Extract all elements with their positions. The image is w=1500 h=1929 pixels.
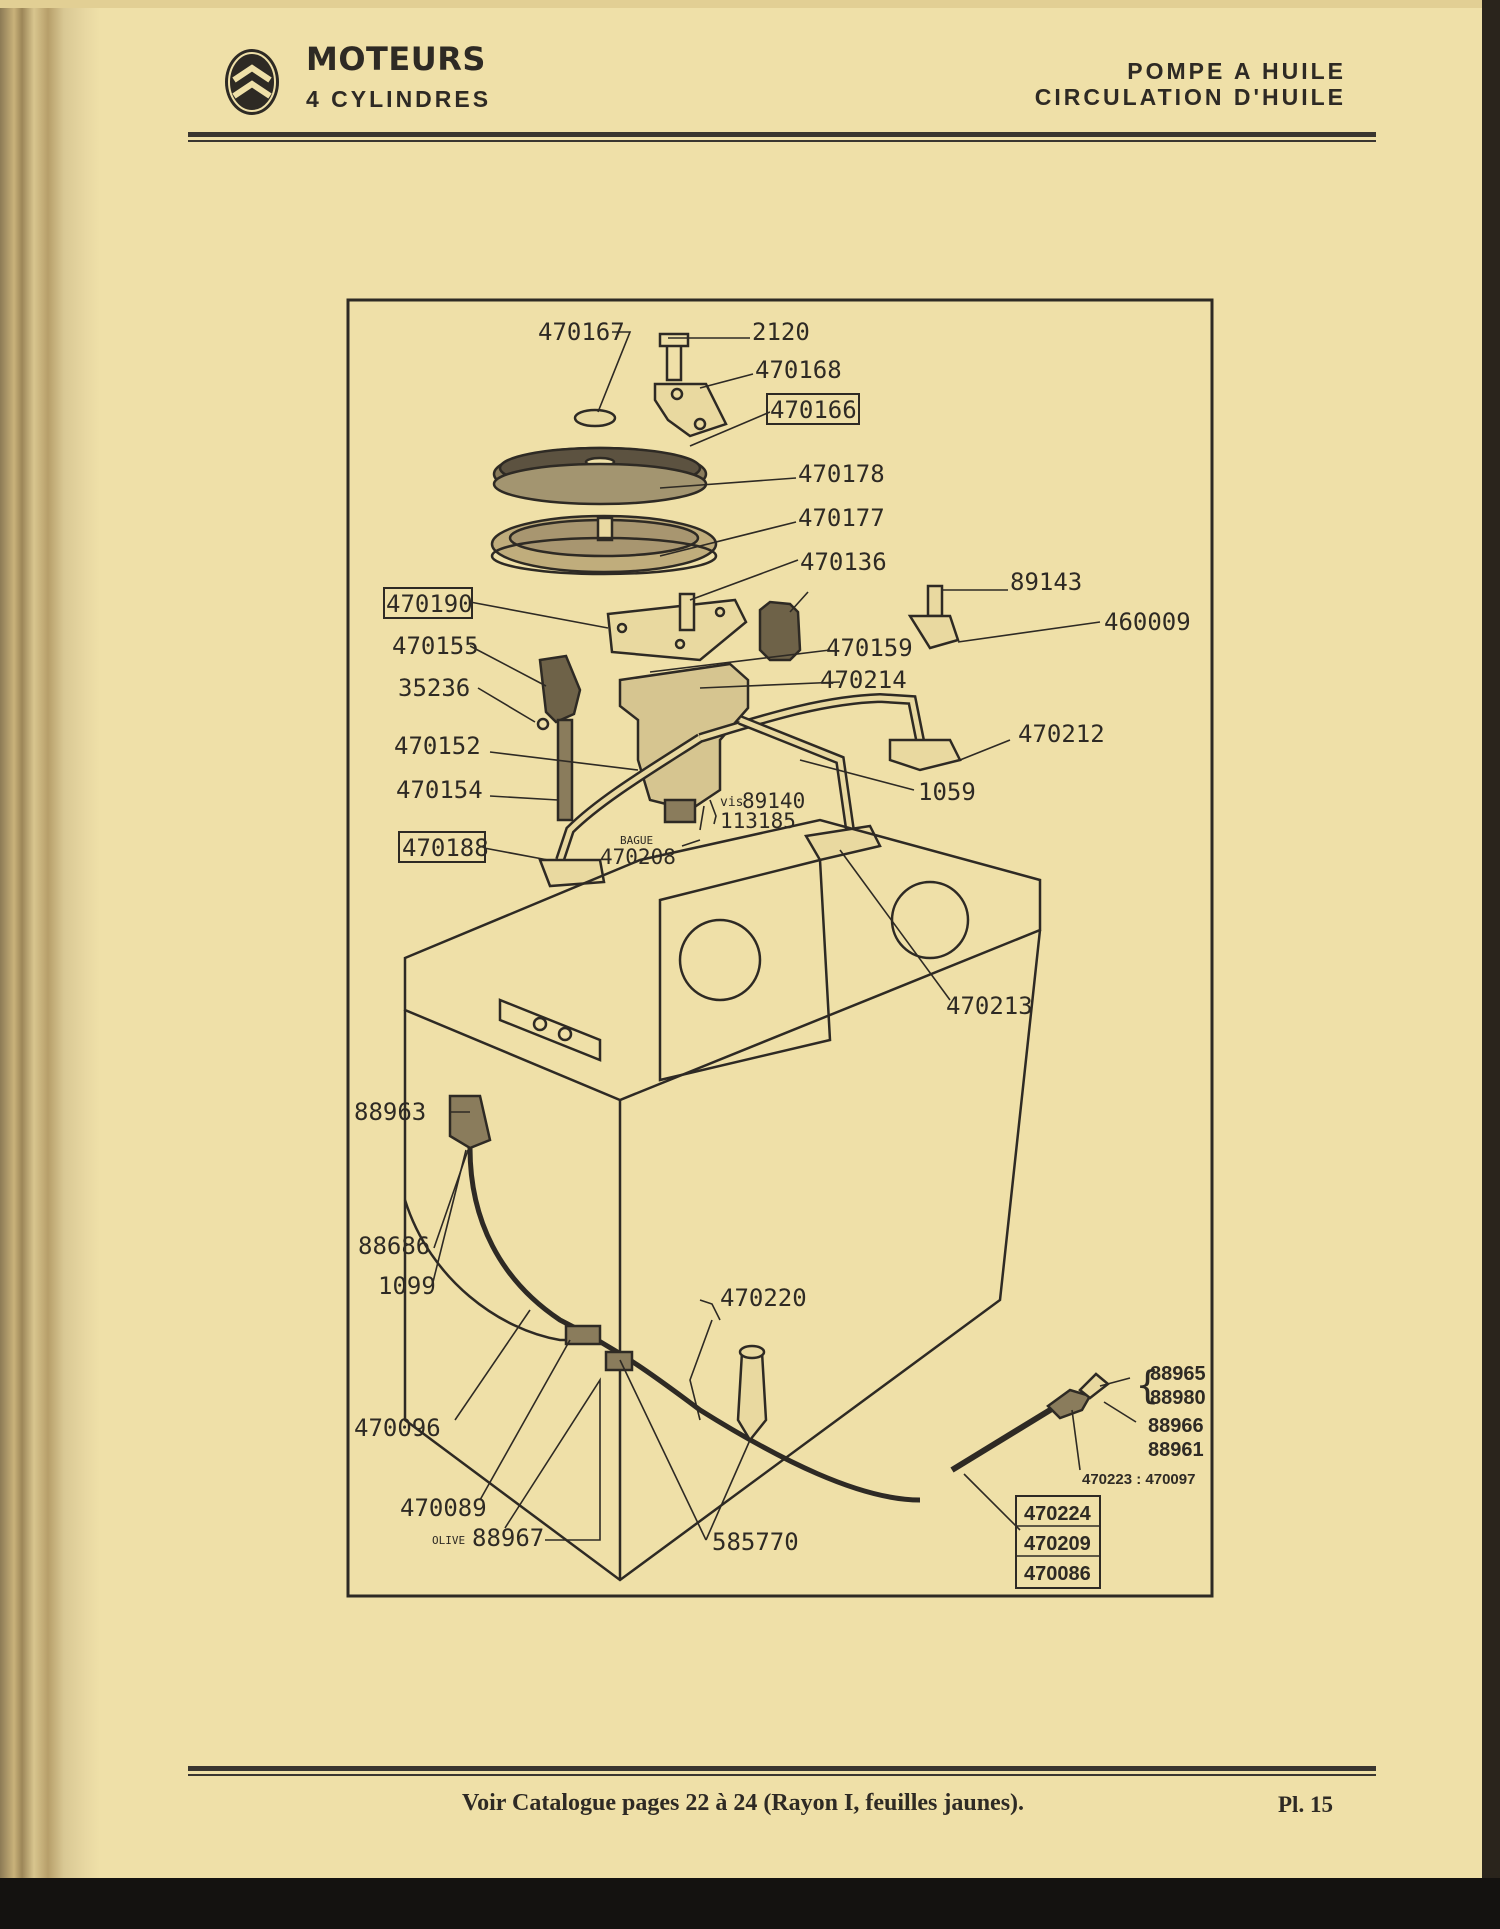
double-chevron-logo-icon [225,49,279,115]
part-label-470214: 470214 [820,666,907,694]
part-label-88961: 88961 [1148,1439,1204,1461]
part-labels-bold: 88965 88980 { 88966 88961 470223 : 47009… [1024,1363,1206,1585]
page-top-edge [0,0,1500,8]
part-label-89143: 89143 [1010,568,1082,596]
header-rule-thin [188,140,1376,142]
section-title-line2: CIRCULATION D'HUILE [1034,84,1346,110]
part-label-470213: 470213 [946,992,1033,1020]
part-label-470086: 470086 [1024,1563,1091,1585]
part-label-470166: 470166 [770,396,857,424]
pump-body-drawing [536,584,962,888]
part-label-88980: 88980 [1150,1387,1206,1409]
part-label-bague-prefix: BAGUE [620,834,653,847]
part-label-2120: 2120 [752,318,810,346]
part-label-470152: 470152 [394,732,481,760]
part-label-35236: 35236 [398,674,470,702]
part-label-470155: 470155 [392,632,479,660]
crankcase-drawing [403,818,1042,1582]
catalogue-reference: Voir Catalogue pages 22 à 24 (Rayon I, f… [462,1790,1025,1816]
page-right-edge [1482,0,1500,1929]
part-label-470188: 470188 [402,834,489,862]
part-label-88967: 88967 [472,1524,544,1552]
section-title-line1: POMPE A HUILE [1127,58,1346,84]
part-label-470159: 470159 [826,634,913,662]
part-box-470188 [398,831,486,863]
part-label-470220: 470220 [720,1284,807,1312]
part-label-olive-prefix: OLIVE [432,1534,465,1547]
part-label-470190: 470190 [386,590,473,618]
brand-title: MOTEURS [306,40,486,78]
page-bottom-edge [0,1878,1500,1929]
plate-number: Pl. 15 [1278,1792,1333,1817]
part-label-88963: 88963 [354,1098,426,1126]
part-label-585770: 585770 [712,1528,799,1556]
header-rule-thick [188,132,1376,137]
footer-rule-thin [188,1774,1376,1776]
part-label-89140: 89140 [742,789,805,813]
part-label-470136: 470136 [800,548,887,576]
footer-rule-thick [188,1766,1376,1771]
part-labels: 470167 2120 470168 470166 470178 470177 … [354,318,1191,1556]
part-label-470208: 470208 [600,845,676,869]
part-label-88686: 88686 [358,1232,430,1260]
part-label-vis-prefix: vis [720,795,743,810]
dipstick-and-tube-drawing [448,1094,1110,1503]
part-label-470223-470097: 470223 : 470097 [1082,1471,1195,1488]
part-box-470166 [766,393,860,425]
part-label-470167: 470167 [538,318,625,346]
part-label-113185: 113185 [720,809,796,833]
part-label-460009: 460009 [1104,608,1191,636]
part-label-470154: 470154 [396,776,483,804]
part-label-470089: 470089 [400,1494,487,1522]
part-label-470177: 470177 [798,504,885,532]
part-label-88965: 88965 [1150,1363,1206,1385]
diagram-frame [346,298,1214,1598]
part-label-470209: 470209 [1024,1533,1091,1555]
part-label-470168: 470168 [755,356,842,384]
part-label-1099: 1099 [378,1272,436,1300]
part-label-470178: 470178 [798,460,885,488]
pump-cover-drawing [490,332,728,576]
leader-lines [431,331,1137,1541]
part-label-470224: 470224 [1024,1503,1092,1525]
part-label-88966: 88966 [1148,1415,1204,1437]
brace-88965-88980: { [1136,1363,1159,1407]
part-label-1059: 1059 [918,778,976,806]
part-box-470190 [383,587,473,619]
brand-subtitle: 4 CYLINDRES [306,86,492,112]
book-binding-edge [0,0,100,1929]
part-label-470096: 470096 [354,1414,441,1442]
part-box-470224-470209-470086 [1015,1495,1101,1589]
part-label-470212: 470212 [1018,720,1105,748]
